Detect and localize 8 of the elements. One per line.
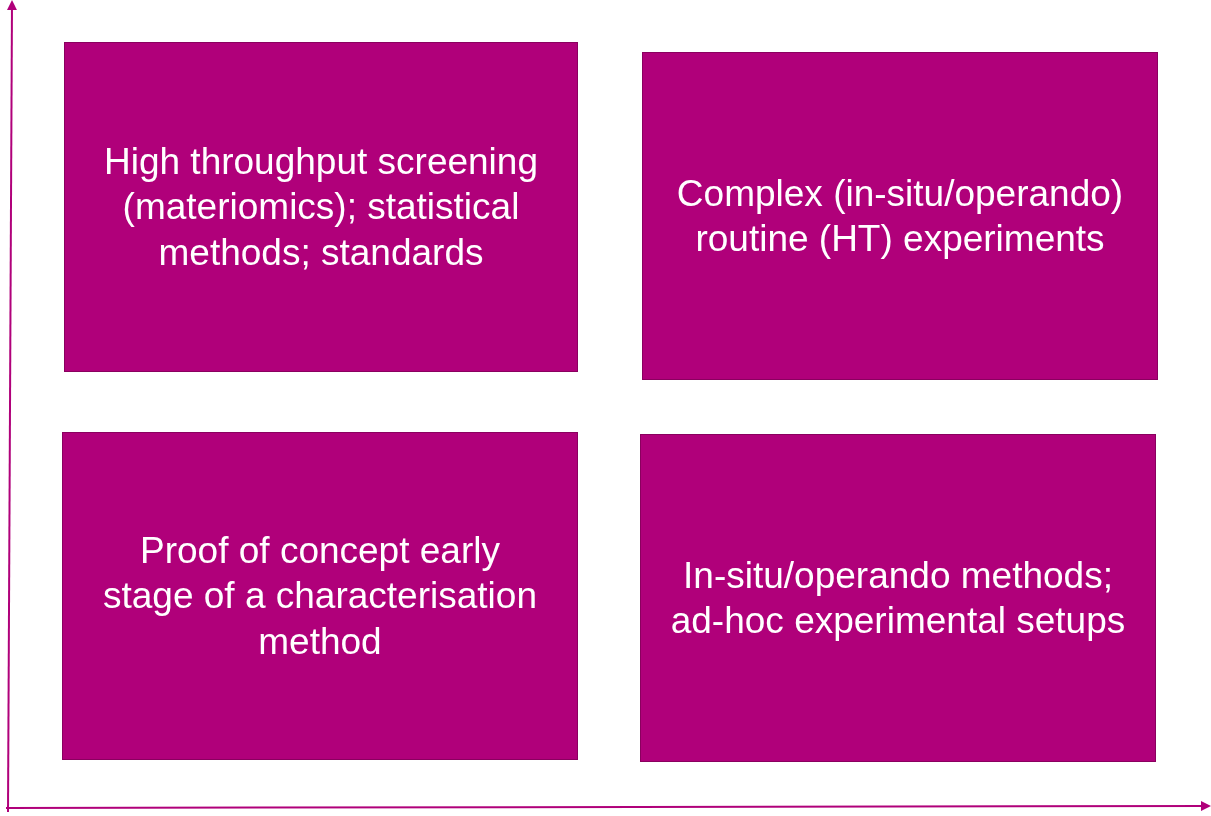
quadrant-text: Proof of concept early stage of a characterisation method	[102, 529, 538, 664]
quadrant-box	[642, 52, 1158, 380]
quadrant-box	[64, 42, 578, 372]
quadrant-text: High throughput screening (materiomics); statistical methods; standards	[103, 140, 539, 275]
quadrant-box	[640, 434, 1156, 762]
quadrant-text: Complex (in-situ/operando) routine (HT) experiments	[675, 171, 1125, 261]
quadrant-text: In-situ/operando methods; ad-hoc experimental setups	[669, 553, 1127, 643]
quadrant-box	[62, 432, 578, 760]
